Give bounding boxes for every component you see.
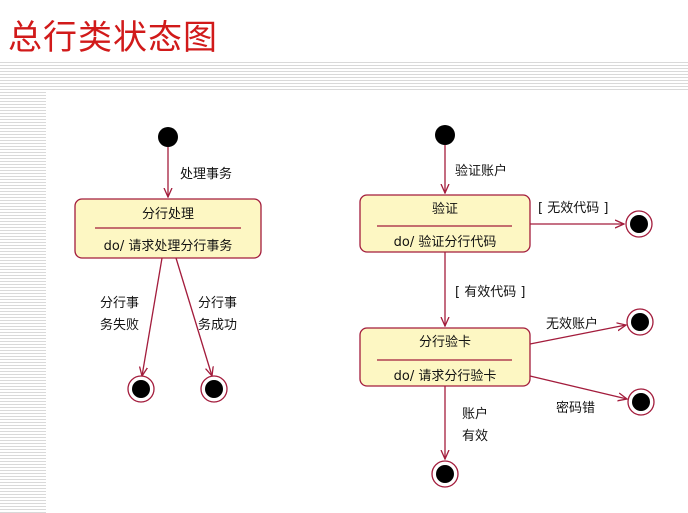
invalid-code-label: [ 无效代码 ] xyxy=(538,201,608,216)
left-success-label-line1: 分行事 xyxy=(198,296,237,311)
left-final-state-success xyxy=(200,375,228,403)
final-state-wrong-password xyxy=(627,388,655,416)
state-branch-processing: 分行处理 do/ 请求处理分行事务 xyxy=(74,198,262,259)
valid-account-label-line1: 账户 xyxy=(462,406,488,422)
final-state-invalid-account xyxy=(626,308,654,336)
header-stripe-band xyxy=(0,60,688,90)
state-card-verify: 分行验卡 do/ 请求分行验卡 xyxy=(359,327,531,387)
state-branch-processing-activity: do/ 请求处理分行事务 xyxy=(104,238,233,254)
wrong-password-label: 密码错 xyxy=(556,400,595,416)
left-fail-label-line1: 分行事 xyxy=(100,296,139,311)
state-card-verify-name: 分行验卡 xyxy=(419,334,471,350)
right-start-label: 验证账户 xyxy=(455,163,507,179)
right-initial-state xyxy=(435,125,455,145)
page-title: 总行类状态图 xyxy=(8,18,218,58)
left-fail-label-line2: 务失败 xyxy=(100,317,139,333)
valid-code-label: [ 有效代码 ] xyxy=(455,285,525,300)
left-fail-transition xyxy=(142,257,163,376)
invalid-account-label: 无效账户 xyxy=(546,316,598,332)
left-start-label: 处理事务 xyxy=(180,166,232,182)
state-verify-activity: do/ 验证分行代码 xyxy=(394,234,497,250)
state-verify-name: 验证 xyxy=(432,201,458,217)
valid-account-label-line2: 有效 xyxy=(462,429,488,444)
state-verify: 验证 do/ 验证分行代码 xyxy=(359,194,531,253)
final-state-invalid-code xyxy=(625,210,653,238)
wrong-password-transition xyxy=(529,375,627,399)
side-stripe-band xyxy=(0,90,46,513)
left-success-transition xyxy=(175,257,212,376)
invalid-account-transition xyxy=(529,325,626,345)
left-final-state-fail xyxy=(127,375,155,403)
state-card-verify-activity: do/ 请求分行验卡 xyxy=(394,368,497,384)
final-state-valid-account xyxy=(431,460,459,488)
left-success-label-line2: 务成功 xyxy=(198,317,237,333)
left-initial-state xyxy=(158,127,178,147)
state-branch-processing-name: 分行处理 xyxy=(142,207,194,222)
